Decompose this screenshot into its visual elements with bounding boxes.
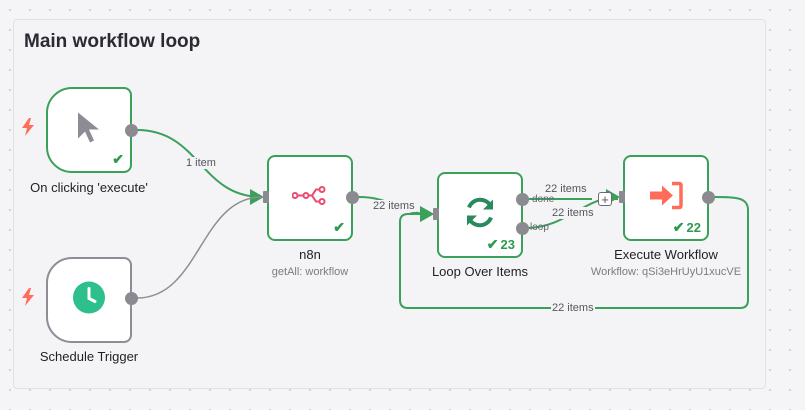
success-check-icon: ✔ xyxy=(112,151,124,167)
node-execute-workflow[interactable]: ✔22 xyxy=(623,155,709,241)
edge-label: 22 items xyxy=(372,200,416,212)
edge-label: 22 items xyxy=(551,207,595,219)
trigger-bolt-icon xyxy=(22,288,34,311)
success-check-icon: ✔22 xyxy=(672,219,701,235)
success-check-icon: ✔ xyxy=(333,219,345,235)
node-n8n[interactable]: ✔ xyxy=(267,155,353,241)
trigger-bolt-icon xyxy=(22,118,34,141)
node-label: Execute Workflow xyxy=(614,247,718,262)
cursor-pointer-icon xyxy=(76,111,102,150)
output-handle[interactable] xyxy=(702,191,715,204)
input-handle[interactable] xyxy=(619,191,625,203)
input-handle[interactable] xyxy=(433,208,439,220)
run-count: 23 xyxy=(500,237,515,252)
node-label: n8n xyxy=(299,247,321,262)
edge-label: 22 items xyxy=(551,302,595,314)
port-label-done: done xyxy=(532,194,555,205)
clock-icon xyxy=(72,281,106,320)
node-schedule-trigger[interactable] xyxy=(46,257,132,343)
n8n-logo-icon xyxy=(291,185,328,212)
node-loop-over-items[interactable]: ✔23 xyxy=(437,172,523,258)
node-subtitle: getAll: workflow xyxy=(271,266,349,278)
add-node-on-connection-button[interactable]: + xyxy=(598,192,612,206)
output-handle[interactable] xyxy=(346,191,359,204)
output-handle[interactable] xyxy=(125,292,138,305)
edge-label: 22 items xyxy=(544,183,588,195)
output-handle-done[interactable] xyxy=(516,193,529,206)
port-label-loop: loop xyxy=(530,222,549,233)
sticky-title: Main workflow loop xyxy=(24,31,201,52)
node-label: On clicking 'execute' xyxy=(30,180,148,195)
edge-label: 1 item xyxy=(185,157,217,169)
edge-schedule-n8n[interactable] xyxy=(136,196,263,299)
edge-exec-loop[interactable] xyxy=(399,196,749,309)
output-handle-loop[interactable] xyxy=(516,222,529,235)
node-label: Loop Over Items xyxy=(431,264,529,279)
node-label: Schedule Trigger xyxy=(39,349,139,364)
run-count: 22 xyxy=(686,220,701,235)
node-subtitle: Workflow: qSi3eHrUyU1xucVE xyxy=(590,266,742,278)
sign-in-arrow-icon xyxy=(648,181,684,216)
node-on-clicking-execute[interactable]: ✔ xyxy=(46,87,132,173)
output-handle[interactable] xyxy=(125,124,138,137)
success-check-icon: ✔23 xyxy=(486,236,515,252)
loop-refresh-icon xyxy=(462,195,498,236)
input-handle[interactable] xyxy=(263,191,269,203)
